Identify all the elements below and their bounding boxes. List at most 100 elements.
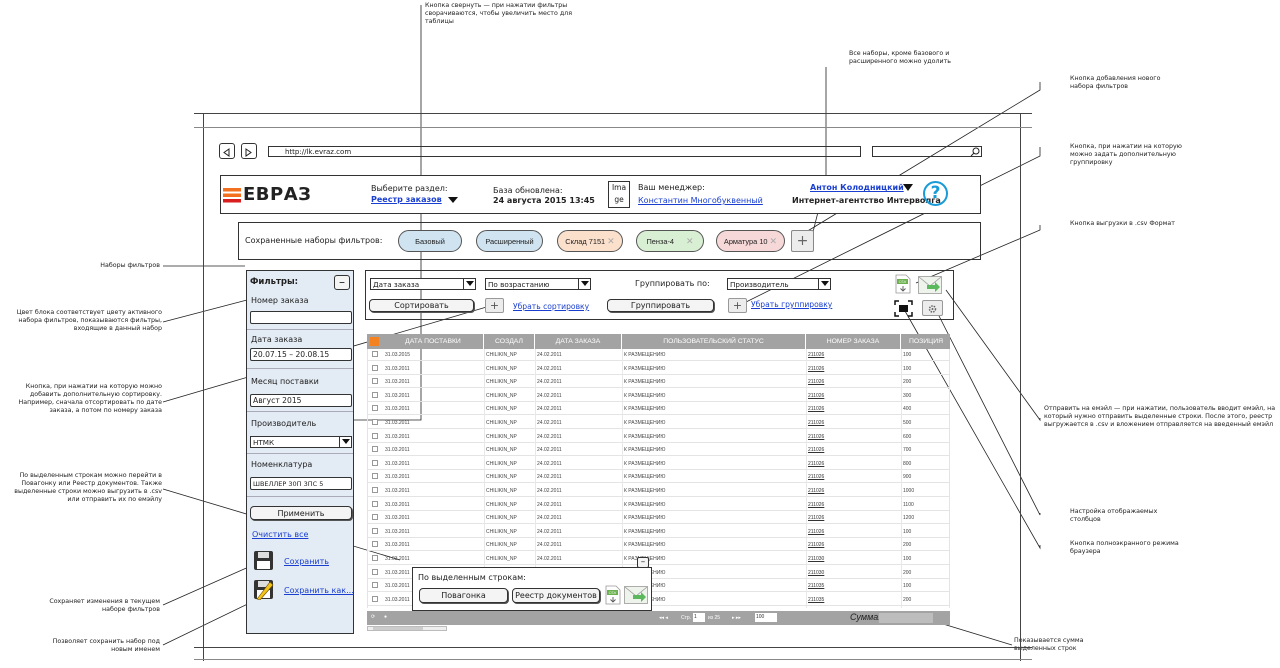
popup-email-send-icon[interactable] — [624, 586, 648, 604]
remove-set-icon[interactable]: ✕ — [607, 235, 615, 246]
row-checkbox[interactable] — [372, 351, 378, 357]
filter-set-armatura[interactable]: Арматура 10✕ — [716, 230, 785, 252]
group-button[interactable]: Группировать — [607, 299, 714, 312]
fullscreen-icon[interactable] — [894, 300, 913, 317]
cell-order-number[interactable]: 211030 — [808, 569, 825, 576]
refresh-icon[interactable]: ⟳ — [371, 614, 376, 620]
cell-order-number[interactable]: 211026 — [808, 542, 825, 549]
sort-order-select[interactable]: По возрастанию — [485, 278, 591, 290]
remove-set-icon[interactable]: ✕ — [769, 235, 778, 246]
column-settings-button[interactable] — [922, 300, 943, 316]
apply-filters-button[interactable]: Применить — [250, 506, 352, 520]
row-checkbox[interactable] — [372, 446, 378, 453]
save-link[interactable]: Сохранить — [284, 557, 329, 566]
order-date-input[interactable]: 20.07.15 – 20.08.15 — [250, 348, 352, 361]
save-as-link[interactable]: Сохранить как... — [284, 586, 354, 595]
row-checkbox[interactable] — [372, 500, 378, 507]
back-button[interactable] — [219, 143, 235, 159]
cell-order-number[interactable]: 211026 — [808, 392, 825, 399]
cell-order-number[interactable]: 211026 — [808, 379, 825, 386]
remove-group-link[interactable]: Убрать группировку — [751, 300, 833, 309]
row-checkbox[interactable] — [372, 391, 378, 398]
row-checkbox[interactable] — [372, 568, 378, 575]
remove-set-icon[interactable]: ✕ — [686, 235, 694, 246]
cell-order-number[interactable]: 211026 — [808, 406, 825, 413]
col-order-number[interactable]: НОМЕР ЗАКАЗА — [826, 338, 880, 345]
pager-prev-icons[interactable]: ◂◂ ◂ — [659, 615, 668, 621]
row-checkbox[interactable] — [372, 582, 378, 589]
settings-small-icon[interactable]: ● — [384, 614, 388, 620]
pager-page-input[interactable]: 1 — [693, 613, 705, 622]
user-name-link[interactable]: Антон Колодницкий — [810, 183, 904, 192]
filter-set-base[interactable]: Базовый — [398, 230, 462, 252]
cell-order-number[interactable]: 211026 — [808, 488, 825, 494]
cell-order-number[interactable]: 211026 — [808, 474, 825, 481]
col-created-by[interactable]: СОЗДАЛ — [495, 338, 523, 345]
row-checkbox[interactable] — [372, 378, 378, 385]
povagonka-button[interactable]: Повагонка — [419, 588, 508, 603]
user-menu-caret-icon[interactable] — [903, 184, 913, 191]
row-checkbox[interactable] — [372, 595, 378, 602]
row-checkbox[interactable] — [372, 405, 378, 412]
cell-order-number[interactable]: 211035 — [808, 583, 825, 590]
cell-order-number[interactable]: 211035 — [808, 596, 825, 603]
add-filter-set-button[interactable]: + — [791, 230, 814, 252]
cell-order-number[interactable]: 211026 — [808, 433, 825, 440]
remove-sort-link[interactable]: Убрать сортировку — [513, 302, 590, 311]
add-sort-button[interactable]: + — [485, 298, 504, 313]
cell-order-number[interactable]: 211026 — [808, 528, 825, 535]
section-select[interactable]: Реестр заказов — [371, 195, 459, 204]
save-as-icon[interactable] — [253, 579, 274, 600]
browser-search-input[interactable] — [872, 146, 982, 157]
producer-select[interactable]: НТМК — [250, 436, 352, 448]
filter-set-sklad[interactable]: Склад 7151✕ — [557, 230, 623, 252]
cell-order-number[interactable]: 211026 — [808, 365, 825, 372]
cell-order-number[interactable]: 211026 — [808, 515, 825, 522]
csv-export-icon[interactable]: CSV — [895, 274, 911, 294]
evraz-logo[interactable]: ЕВРАЗ — [223, 184, 353, 207]
row-checkbox[interactable] — [372, 555, 378, 561]
row-checkbox[interactable] — [372, 473, 378, 480]
order-number-input[interactable] — [250, 311, 352, 324]
delivery-month-input[interactable]: Август 2015 — [250, 394, 352, 407]
pager-next-icons[interactable]: ▸ ▸▸ — [732, 615, 741, 621]
address-bar[interactable]: http://lk.evraz.com — [268, 146, 861, 157]
add-group-button[interactable]: + — [728, 298, 747, 313]
col-delivery-date[interactable]: ДАТА ПОСТАВКИ — [405, 338, 461, 345]
row-checkbox[interactable] — [372, 487, 378, 493]
cell-order-number[interactable]: 211026 — [808, 460, 825, 467]
cell-order-number[interactable]: 211026 — [808, 420, 825, 426]
pager-size-select[interactable]: 100 — [755, 613, 777, 622]
sort-button[interactable]: Сортировать — [369, 299, 474, 312]
row-checkbox[interactable] — [372, 364, 378, 371]
filter-set-extended[interactable]: Расширенный — [476, 230, 543, 252]
save-floppy-icon[interactable] — [253, 550, 274, 571]
cell-order-number[interactable]: 211030 — [808, 556, 825, 562]
row-checkbox[interactable] — [372, 419, 378, 425]
cell-order-number[interactable]: 211026 — [808, 501, 825, 508]
row-checkbox[interactable] — [372, 541, 378, 548]
horizontal-scrollbar[interactable] — [367, 626, 447, 631]
collapse-filters-button[interactable]: – — [334, 275, 350, 290]
manager-name-link[interactable]: Константин Многобуквенный — [638, 196, 763, 205]
scrollbar-thumb[interactable] — [373, 627, 423, 630]
forward-button[interactable] — [241, 143, 257, 159]
row-checkbox[interactable] — [372, 527, 378, 534]
row-checkbox[interactable] — [372, 459, 378, 466]
group-field-select[interactable]: Производитель — [727, 278, 831, 290]
col-order-date[interactable]: ДАТА ЗАКАЗА — [555, 338, 601, 345]
sort-field-select[interactable]: Дата заказа — [370, 278, 476, 290]
